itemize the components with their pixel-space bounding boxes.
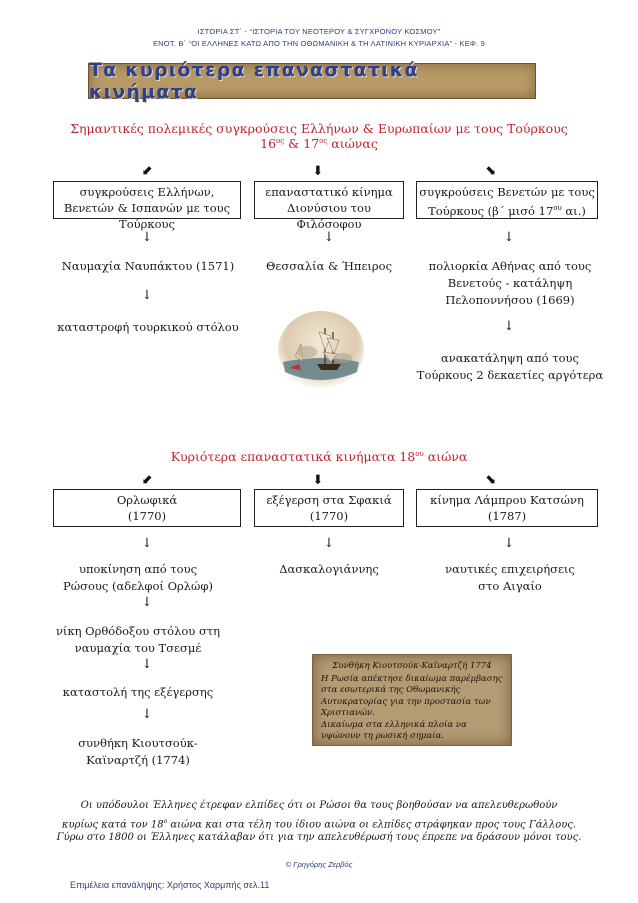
- naupaktos-battle: Ναυμαχία Ναυπάκτου (1571): [53, 258, 243, 275]
- turkish-reconquest: ανακατάληψη από τους Τούρκους 2 δεκαετίε…: [414, 350, 606, 384]
- section2-title: Κυριότερα επαναστατικά κινήματα 18ου αιώ…: [0, 449, 638, 464]
- russian-instigation: υποκίνηση από τους Ρώσους (αδελφοί Ορλώφ…: [58, 561, 218, 595]
- down-arrow-icon: ↓: [314, 536, 344, 551]
- arrow-down-right-icon: ⬊: [476, 473, 506, 488]
- chesme-victory: νίκη Ορθόδοξου στόλου στη ναυμαχία του Τ…: [54, 623, 222, 657]
- down-arrow-icon: ↓: [494, 230, 524, 245]
- athens-siege: πολιορκία Αθήνας από τους Βενετούς - κατ…: [414, 258, 606, 309]
- arrow-down-left-icon: ⬋: [132, 473, 162, 488]
- arrow-down-right-icon: ⬊: [476, 164, 506, 179]
- section1-title: Σημαντικές πολεμικές συγκρούσεις Ελλήνων…: [0, 121, 638, 151]
- box-european-conflicts: συγκρούσεις Ελλήνων, Βενετών & Ισπανών μ…: [53, 181, 241, 219]
- down-arrow-icon: ↓: [132, 595, 162, 610]
- box-katsonis-movement: κίνημα Λάμπρου Κατσώνη (1787): [416, 489, 598, 527]
- turkish-fleet-destruction: καταστροφή τουρκικού στόλου: [48, 319, 248, 336]
- naval-operations: ναυτικές επιχειρήσεις στο Αιγαίο: [440, 561, 580, 595]
- treaty-note: Συνθήκη Κιουτσούκ-Καϊναρτζή 1774 Η Ρωσία…: [312, 654, 512, 746]
- page-attribution: Επιμέλεια επανάληψης: Χρήστος Χαρμπής σε…: [70, 880, 269, 890]
- treaty-note-title: Συνθήκη Κιουτσούκ-Καϊναρτζή 1774: [321, 661, 503, 673]
- page-title: Τα κυριότερα επαναστατικά κινήματα: [89, 59, 535, 103]
- box-venetian-conflicts: συγκρούσεις Βενετών με τους Τούρκους (β΄…: [416, 181, 598, 219]
- daskalogiannis: Δασκαλογιάννης: [254, 561, 404, 578]
- down-arrow-icon: ↓: [132, 230, 162, 245]
- author-credit: © Γρηγόρης Ζερβός: [0, 860, 638, 869]
- ship-painting-image: [277, 310, 365, 390]
- treaty-note-body-2: Δικαίωμα στα ελληνικά πλοία να υψώνουν τ…: [321, 720, 503, 743]
- box-orlofika: Ορλωφικά (1770): [53, 489, 241, 527]
- down-arrow-icon: ↓: [494, 319, 524, 334]
- section1-title-line2: 16ος & 17ος αιώνας: [0, 136, 638, 151]
- box-dionysios-movement: επαναστατικό κίνημα Διονύσιου του Φιλόσο…: [254, 181, 404, 219]
- box-sfakia-uprising: εξέγερση στα Σφακιά (1770): [254, 489, 404, 527]
- footer-line-3: Γύρω στο 1800 οι Έλληνες κατάλαβαν ότι γ…: [0, 830, 638, 846]
- arrow-down-icon: ⬇: [303, 473, 333, 488]
- down-arrow-icon: ↓: [314, 230, 344, 245]
- arrow-down-icon: ⬇: [303, 164, 333, 179]
- thessaly-epirus: Θεσσαλία & Ήπειρος: [254, 258, 404, 275]
- down-arrow-icon: ↓: [132, 288, 162, 303]
- header-line-1: ΙΣΤΟΡΙΑ ΣΤ΄ - “ΙΣΤΟΡΙΑ ΤΟΥ ΝΕΟΤΕΡΟΥ & ΣΥ…: [0, 27, 638, 36]
- arrow-down-left-icon: ⬋: [132, 164, 162, 179]
- uprising-suppression: καταστολή της εξέγερσης: [48, 684, 228, 701]
- section1-title-line1: Σημαντικές πολεμικές συγκρούσεις Ελλήνων…: [0, 121, 638, 136]
- down-arrow-icon: ↓: [132, 707, 162, 722]
- header-line-2: ΕΝΟΤ. Β΄ “ΟΙ ΕΛΛΗΝΕΣ ΚΑΤΩ ΑΠΟ ΤΗΝ ΟΘΩΜΑΝ…: [0, 39, 638, 48]
- down-arrow-icon: ↓: [132, 657, 162, 672]
- down-arrow-icon: ↓: [132, 536, 162, 551]
- treaty-note-body-1: Η Ρωσία απέκτησε δικαίωμα παρέμβασης στα…: [321, 674, 503, 720]
- title-banner: Τα κυριότερα επαναστατικά κινήματα: [88, 63, 536, 99]
- down-arrow-icon: ↓: [494, 536, 524, 551]
- footer-line-1: Οι υπόδουλοι Έλληνες έτρεφαν ελπίδες ότι…: [0, 798, 638, 814]
- kucuk-kaynarca-treaty: συνθήκη Κιουτσούκ-Καϊναρτζή (1774): [48, 735, 228, 769]
